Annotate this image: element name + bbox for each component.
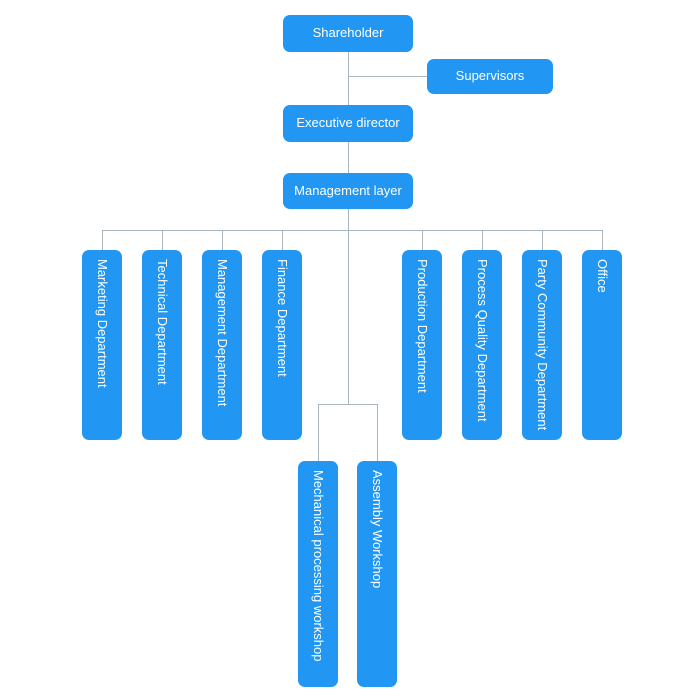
connector-stub-production — [422, 230, 423, 250]
node-finance-department: Finance Department — [262, 250, 302, 440]
node-supervisors-label: Supervisors — [455, 68, 525, 84]
node-supervisors: Supervisors — [427, 59, 553, 94]
node-management-layer-label: Management layer — [294, 182, 402, 198]
node-office-label: Office — [595, 259, 611, 293]
node-production-department-label: Production Department — [415, 259, 431, 393]
node-executive-director: Executive director — [283, 105, 413, 142]
node-assembly-workshop-label: Assembly Workshop — [370, 470, 386, 589]
connector-supervisors-branch — [348, 76, 427, 77]
node-production-department: Production Department — [402, 250, 442, 440]
connector-workshop-trunk — [348, 230, 349, 404]
node-assembly-workshop: Assembly Workshop — [357, 461, 397, 687]
node-marketing-department: Marketing Department — [82, 250, 122, 440]
connector-stub-finance — [282, 230, 283, 250]
node-technical-department: Technical Department — [142, 250, 182, 440]
node-technical-department-label: Technical Department — [155, 259, 171, 385]
connector-department-bus — [102, 230, 602, 231]
node-executive-director-label: Executive director — [296, 115, 400, 131]
node-management-department-label: Management Department — [215, 259, 231, 407]
connector-stub-marketing — [102, 230, 103, 250]
connector-stub-management-dept — [222, 230, 223, 250]
node-process-quality-department: Process Quality Department — [462, 250, 502, 440]
connector-stub-mechanical — [318, 404, 319, 461]
node-office: Office — [582, 250, 622, 440]
node-process-quality-department-label: Process Quality Department — [475, 259, 491, 422]
connector-stub-assembly — [377, 404, 378, 461]
connector-stub-technical — [162, 230, 163, 250]
node-finance-department-label: Finance Department — [275, 259, 291, 377]
connector-shareholder-executive — [348, 52, 349, 105]
node-shareholder: Shareholder — [283, 15, 413, 52]
connector-management-bus — [348, 209, 349, 230]
node-mechanical-processing-workshop-label: Mechanical processing workshop — [311, 470, 327, 662]
node-management-layer: Management layer — [283, 173, 413, 209]
node-party-community-department: Party Community Department — [522, 250, 562, 440]
node-management-department: Management Department — [202, 250, 242, 440]
connector-stub-party-community — [542, 230, 543, 250]
node-party-community-department-label: Party Community Department — [535, 259, 551, 431]
connector-executive-management — [348, 142, 349, 173]
connector-stub-office — [602, 230, 603, 250]
connector-stub-process-quality — [482, 230, 483, 250]
connector-workshop-bus — [318, 404, 377, 405]
node-marketing-department-label: Marketing Department — [95, 259, 111, 388]
node-mechanical-processing-workshop: Mechanical processing workshop — [298, 461, 338, 687]
node-shareholder-label: Shareholder — [312, 25, 384, 41]
